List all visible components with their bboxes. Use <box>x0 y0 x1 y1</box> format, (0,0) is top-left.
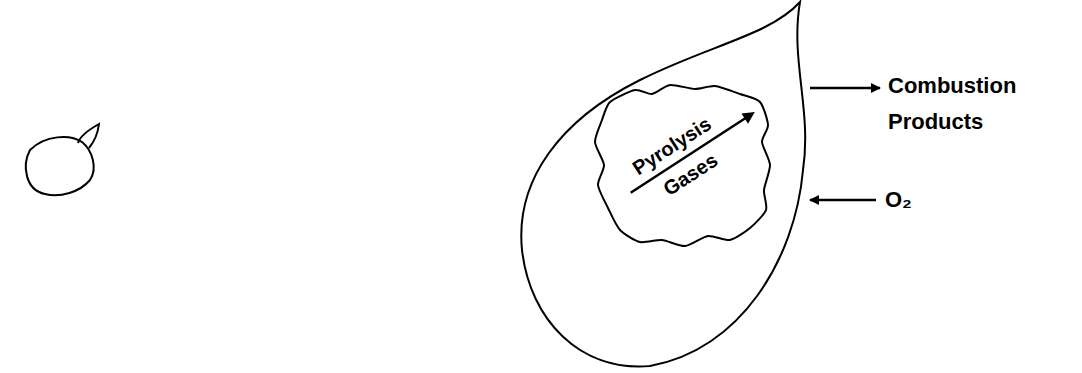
node-text: Pyrolysis Gases <box>615 101 746 219</box>
oxygen-arrow <box>810 199 876 202</box>
flame-envelope <box>521 2 805 366</box>
products-label: Combustion Products <box>888 68 1038 140</box>
pyrolysis-zone: Pyrolysis Gases <box>590 80 775 250</box>
small-flame <box>78 124 99 148</box>
oxygen-label: O₂ <box>885 187 945 213</box>
burning-particle <box>26 137 94 195</box>
products-arrow <box>810 87 880 90</box>
rotated-text: Pyrolysis Gases <box>615 101 746 219</box>
